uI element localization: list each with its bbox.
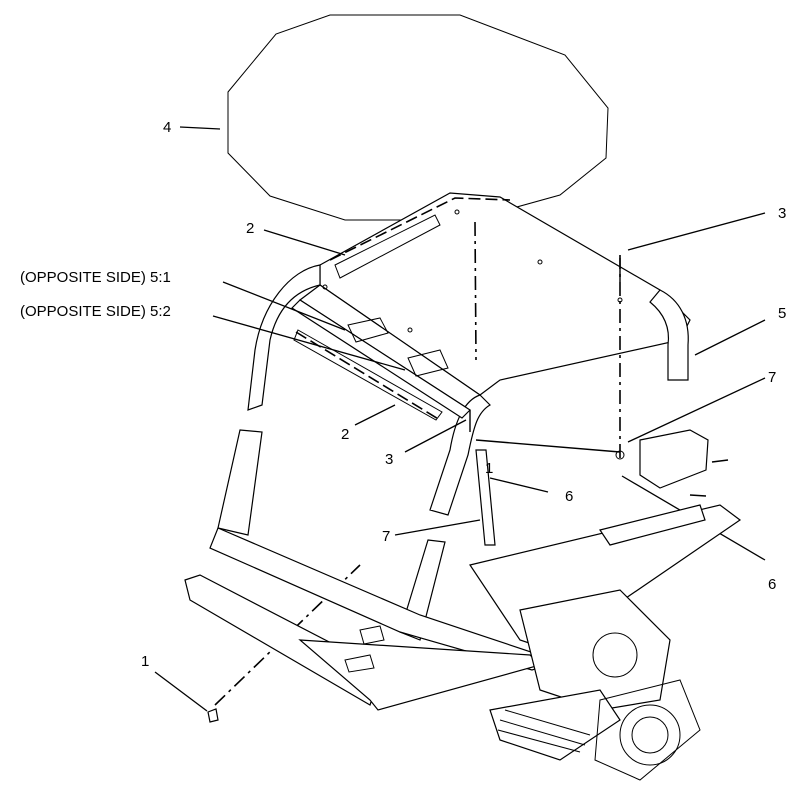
leader-2-top <box>263 229 346 256</box>
callout-5-1: (OPPOSITE SIDE) 5:1 <box>20 269 171 286</box>
leader-5 <box>694 319 766 356</box>
leader-1-bottom <box>154 671 208 712</box>
callout-1-bottom: 1 <box>141 653 150 670</box>
leader-3-top <box>627 212 766 251</box>
callout-6-mid: 6 <box>565 488 574 505</box>
leader-3-mid <box>404 419 467 453</box>
callout-7-right: 7 <box>768 369 777 386</box>
callout-2-top: 2 <box>246 220 255 237</box>
leader-7-left <box>394 519 481 536</box>
leader-6-mid <box>489 477 549 493</box>
callout-1-small: 1 <box>485 460 494 477</box>
callout-5-2: (OPPOSITE SIDE) 5:2 <box>20 303 171 320</box>
mower-frame <box>184 504 742 781</box>
canopy-panel <box>227 14 609 221</box>
callout-4: 4 <box>163 119 172 136</box>
callout-3-top: 3 <box>778 205 787 222</box>
callout-2-mid: 2 <box>341 426 350 443</box>
callout-7-left: 7 <box>382 528 391 545</box>
leader-7-right <box>627 377 766 443</box>
leader-5-1 <box>222 281 346 331</box>
callout-6-right: 6 <box>768 576 777 593</box>
leader-4 <box>179 126 221 130</box>
callout-5: 5 <box>778 305 787 322</box>
leader-2-mid <box>354 404 396 426</box>
leader-5-2 <box>212 315 406 371</box>
rollover-bar <box>247 192 691 516</box>
callout-3-mid: 3 <box>385 451 394 468</box>
